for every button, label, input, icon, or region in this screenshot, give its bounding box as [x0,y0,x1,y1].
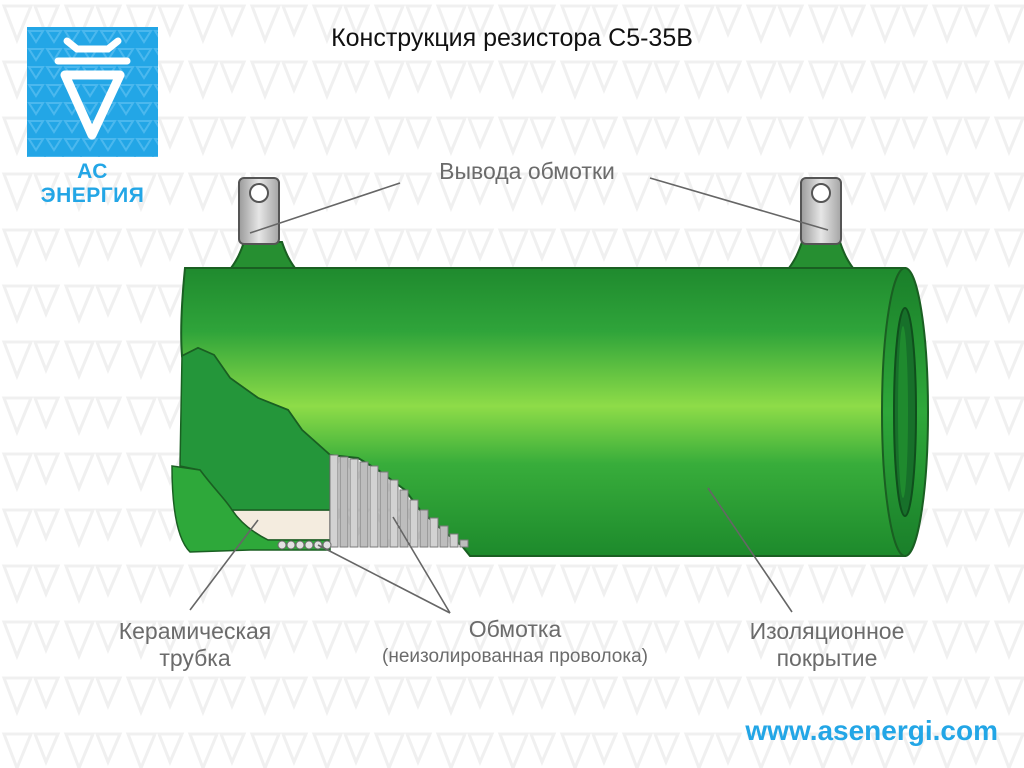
tube-end-cap [881,267,929,557]
label-terminals-text: Вывода обмотки [439,158,615,184]
logo-text: АС ЭНЕРГИЯ [40,160,145,207]
callout-line-ceramic [189,519,259,611]
coating-lower-flap [171,465,331,553]
label-terminals: Вывода обмотки [402,158,652,185]
as-energy-logo-icon [27,27,158,157]
terminal-right [783,177,859,273]
label-ceramic-tube: Керамическая трубка [90,618,300,672]
callout-line-terminal-right [649,177,829,231]
label-coating-line2: покрытие [776,645,878,671]
logo [27,27,158,157]
label-ceramic-line1: Керамическая [118,618,272,644]
callout-line-winding-a [317,544,451,614]
label-coating: Изоляционное покрытие [712,618,942,672]
winding-wires [329,454,469,548]
website-url[interactable]: www.asenergi.com [745,715,998,746]
label-winding-main: Обмотка [468,616,562,642]
callout-line-winding-b [392,516,451,614]
callout-line-coating [707,487,793,613]
label-coating-line1: Изоляционное [749,618,905,644]
label-winding-sub: (неизолированная проволока) [382,646,648,667]
wire-cross-section [277,540,332,550]
page-title: Конструкция резистора С5-35В [331,24,693,52]
terminal-left [225,177,301,273]
label-ceramic-line2: трубка [159,645,231,671]
callout-line-terminal-left [249,182,401,234]
label-winding: Обмотка (неизолированная проволока) [330,616,700,670]
